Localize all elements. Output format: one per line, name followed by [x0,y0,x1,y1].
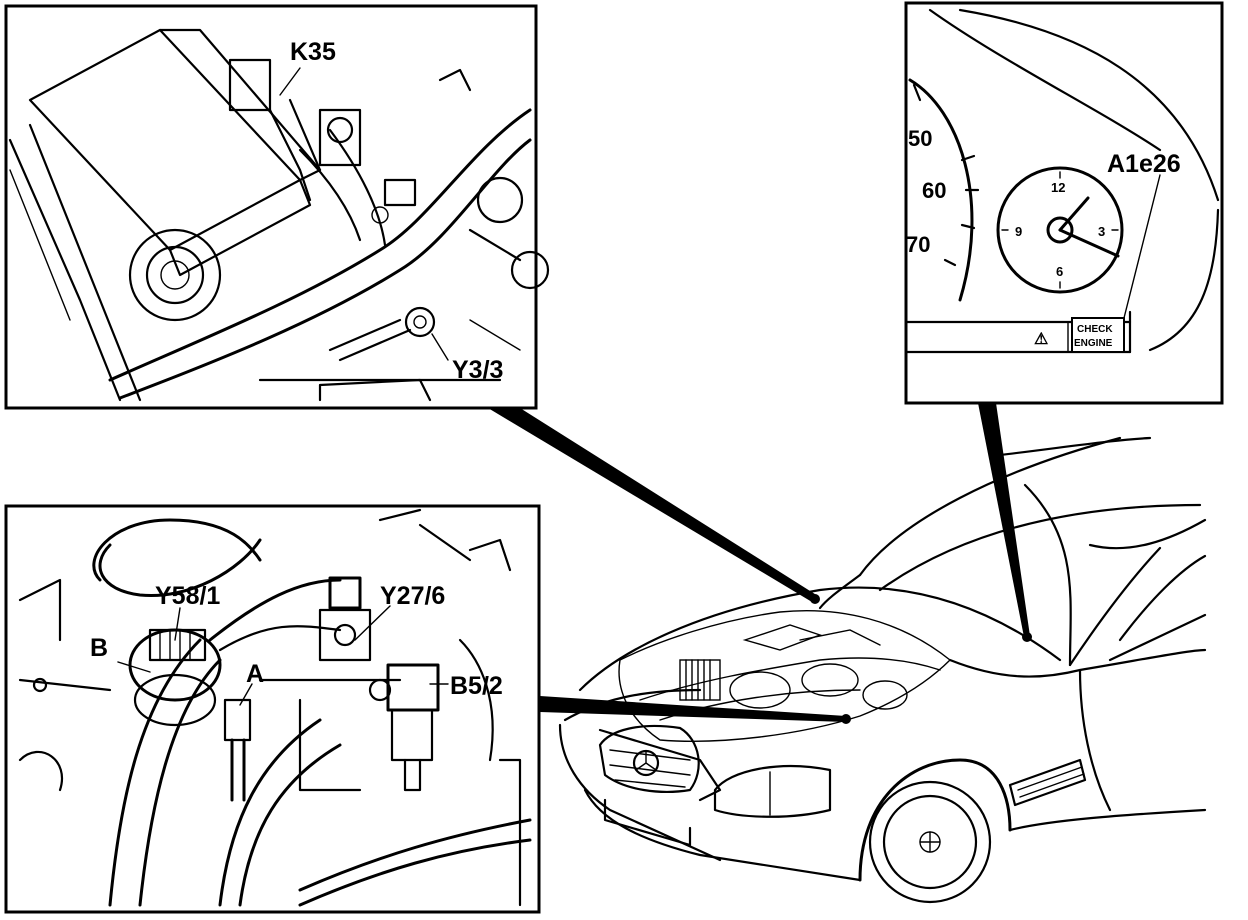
leader-instrument-inset [978,403,1030,637]
label-a: A [246,660,264,688]
clock-label-9: 9 [1015,224,1022,239]
label-a1e26: A1e26 [1107,150,1181,178]
leader-lower-inset [540,696,846,722]
clock-label-3: 3 [1098,224,1105,239]
speed-label-70: 70 [906,232,930,257]
label-y58-1: Y58/1 [155,582,220,610]
label-k35: K35 [290,38,336,66]
speed-label-50: 50 [908,126,932,151]
battery-warning-icon: ⚠ [1034,331,1048,348]
label-b5-2: B5/2 [450,672,503,700]
clock-label-12: 12 [1051,180,1065,195]
label-y27-6: Y27/6 [380,582,445,610]
inset-lower-engine: Y58/1 Y27/6 B A B5/2 [4,504,541,914]
leader-dot-engine-bay [810,594,820,604]
label-b: B [90,634,108,662]
clock-gauge: 12 3 6 9 [996,166,1124,294]
speed-label-60: 60 [922,178,946,203]
inset-engine-bay-top: K35 Y3/3 [4,4,550,410]
clock-label-6: 6 [1056,264,1063,279]
car-illustration [558,436,1207,904]
check-engine-line1: CHECK [1077,324,1113,335]
label-y3-3: Y3/3 [452,356,503,384]
leader-engine-bay-inset [488,408,818,602]
inset-instrument-cluster: 50 60 70 12 3 6 9 ⚠ CHECK ENGINE A1e26 [904,1,1224,405]
check-engine-line2: ENGINE [1074,338,1113,349]
check-engine-lamp [1071,317,1125,353]
